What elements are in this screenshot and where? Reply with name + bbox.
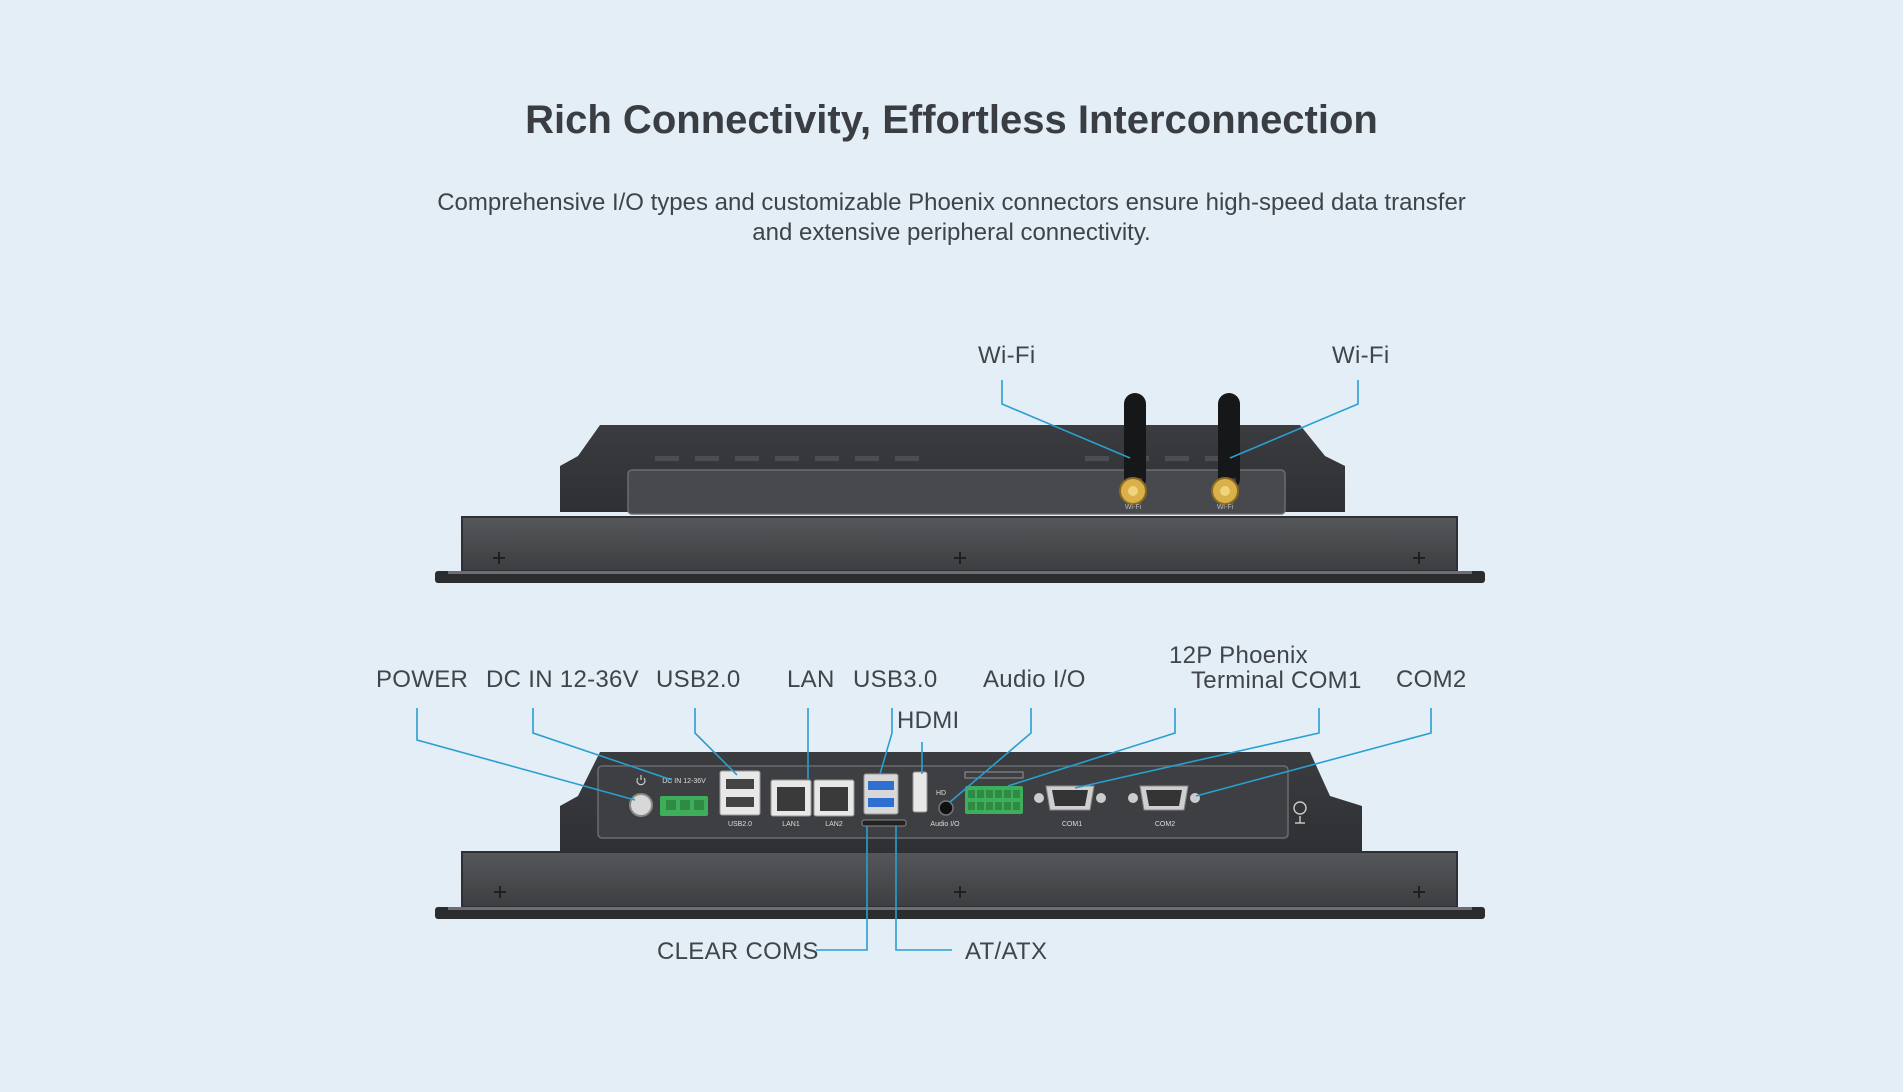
label-lan: LAN: [787, 666, 835, 693]
label-at-atx: AT/ATX: [965, 938, 1048, 965]
com2-port: COM2: [1128, 785, 1200, 828]
hdmi-port: HD: [912, 771, 946, 813]
usb2-silk: USB2.0: [728, 821, 752, 828]
label-phoenix-com1: 12P Phoenix Terminal COM1: [1169, 643, 1362, 693]
subtitle-line-1: Comprehensive I/O types and customizable…: [437, 189, 1466, 216]
lan-ports: LAN1 LAN2: [770, 779, 855, 828]
power-button: [629, 775, 653, 817]
com1-port: COM1: [1034, 785, 1106, 828]
ground-icon: [1293, 801, 1307, 824]
label-com2: COM2: [1396, 666, 1467, 693]
wifi-antenna-right: Wi-Fi: [1211, 393, 1240, 511]
dc-in-port: DC IN 12-36V: [660, 778, 708, 816]
phoenix-terminal: [964, 771, 1024, 814]
usb3-ports: [861, 773, 907, 827]
label-hdmi: HDMI: [897, 707, 960, 734]
usb2-ports: USB2.0: [719, 770, 761, 828]
label-power: POWER: [376, 666, 469, 693]
label-audio: Audio I/O: [983, 666, 1086, 693]
audio-silk: Audio I/O: [930, 821, 960, 828]
label-wifi-right: Wi-Fi: [1332, 342, 1390, 369]
label-phoenix-line1: 12P Phoenix: [1169, 642, 1308, 669]
label-clear-coms: CLEAR COMS: [657, 938, 819, 965]
label-phoenix-line2: Terminal COM1: [1191, 667, 1362, 694]
label-usb3: USB3.0: [853, 666, 938, 693]
lan1-silk: LAN1: [782, 821, 800, 828]
page-subtitle: Comprehensive I/O types and customizable…: [0, 188, 1903, 248]
hd-silk: HD: [936, 790, 946, 797]
com2-silk: COM2: [1155, 821, 1175, 828]
audio-port: Audio I/O: [930, 800, 960, 828]
label-usb2: USB2.0: [656, 666, 741, 693]
antenna-silk-right: Wi-Fi: [1217, 504, 1234, 511]
screw-icon: [494, 886, 1425, 898]
subtitle-line-2: and extensive peripheral connectivity.: [752, 219, 1151, 246]
lan2-silk: LAN2: [825, 821, 843, 828]
page-title: Rich Connectivity, Effortless Interconne…: [525, 98, 1378, 142]
top-callout-lines: [1001, 380, 1359, 459]
bottom-callout-lines: [416, 708, 1432, 951]
wifi-antenna-left: Wi-Fi: [1119, 393, 1147, 511]
com1-silk: COM1: [1062, 821, 1082, 828]
screw-icon: [493, 552, 1425, 564]
label-dc-in: DC IN 12-36V: [486, 666, 639, 693]
dc-in-silk: DC IN 12-36V: [662, 778, 706, 785]
top-view-chassis: [435, 425, 1485, 583]
antenna-silk-left: Wi-Fi: [1125, 504, 1142, 511]
power-icon: [636, 775, 646, 786]
label-wifi-left: Wi-Fi: [978, 342, 1036, 369]
